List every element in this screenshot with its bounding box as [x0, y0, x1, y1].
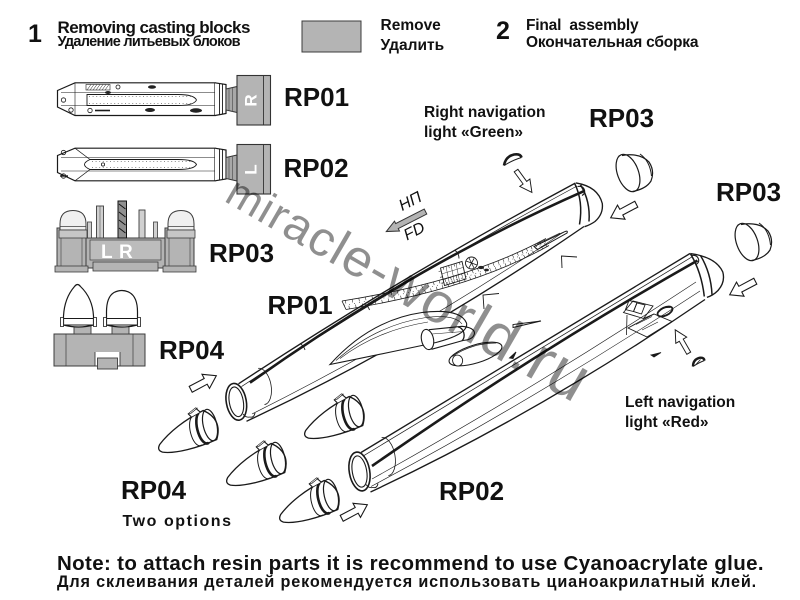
svg-text:R: R: [119, 242, 133, 263]
svg-text:miracle-world.ru: miracle-world.ru: [216, 149, 605, 417]
svg-text:L: L: [101, 242, 113, 263]
svg-text:R: R: [242, 94, 261, 106]
svg-text:L: L: [242, 164, 261, 174]
